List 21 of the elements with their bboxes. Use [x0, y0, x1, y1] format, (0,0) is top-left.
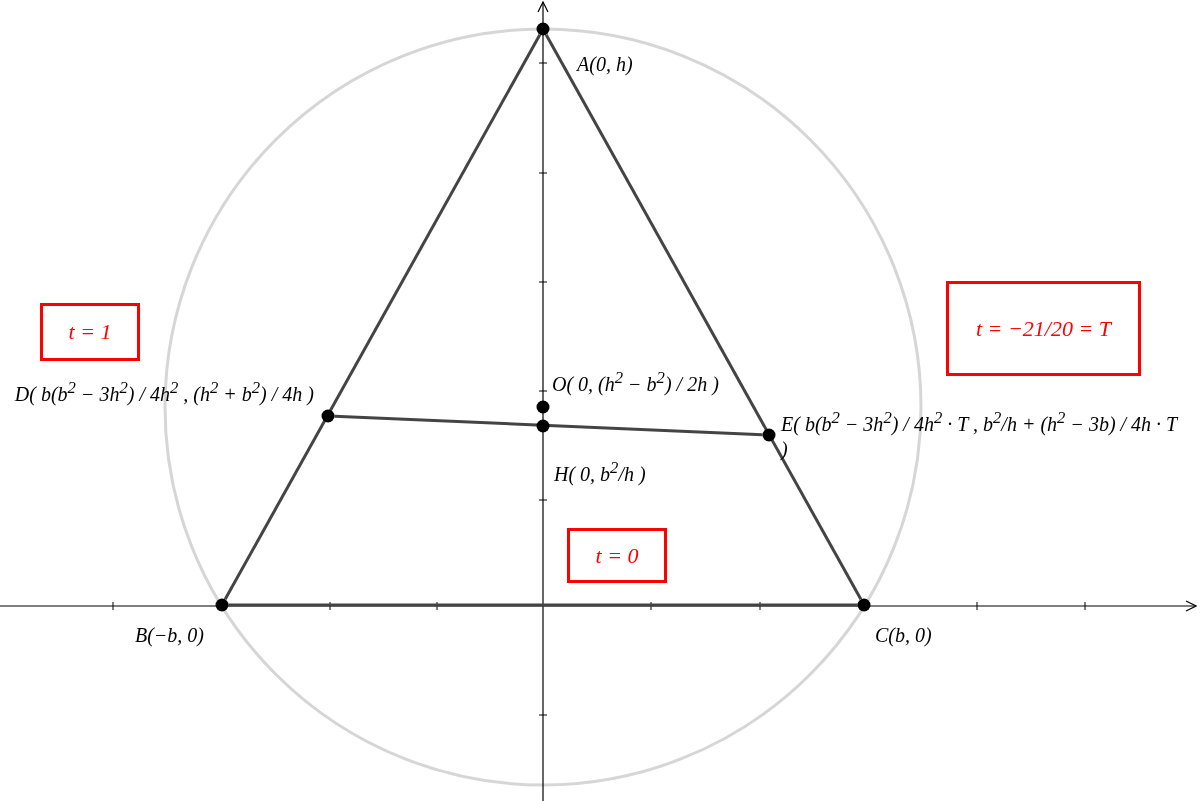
point-dot: [536, 400, 550, 414]
line-segment: [223, 33, 542, 601]
point-dot: [536, 419, 550, 433]
line-segment: [334, 414, 763, 437]
point-label: H( 0, b$^{2}$/h ): [554, 458, 646, 487]
point-label: A(0, h): [577, 52, 633, 77]
parameter-box: t = 1: [40, 303, 140, 361]
line-segment: [228, 603, 858, 607]
point-label: O( 0, (h$^{2}$ − b$^{2}$) / 2h ): [552, 368, 719, 397]
point-label: E( b(b$^{2}$ − 3h$^{2}$) / 4h$^{2}$ · T , b$^{2}$/h + (h$^{2}$ − 3b) / 4h · T ): [781, 408, 1180, 462]
point-label: B(−b, 0): [135, 623, 205, 648]
point-dot: [321, 409, 335, 423]
parameter-box: t = 0: [567, 528, 667, 583]
point-dot: [857, 598, 871, 612]
point-dot: [215, 598, 229, 612]
line-segment: [544, 33, 863, 601]
parameter-box: t = −21/20 = T: [946, 281, 1141, 376]
point-label: C(b, 0): [875, 623, 932, 648]
point-label: D( b(b$^{2}$ − 3h$^{2}$) / 4h$^{2}$ , (h$^{2}$ + b$^{2}$) / 4h ): [14, 378, 314, 407]
point-dot: [762, 428, 776, 442]
point-dot: [536, 22, 550, 36]
